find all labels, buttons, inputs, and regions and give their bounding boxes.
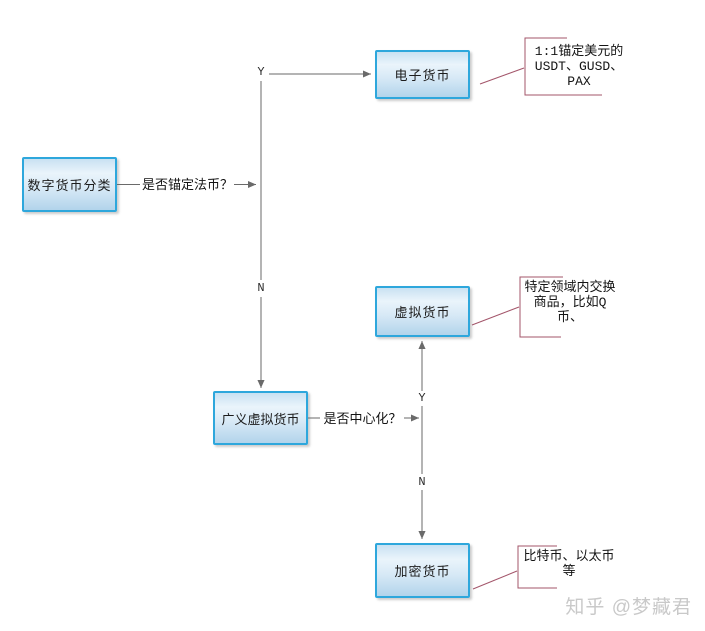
- callout-line: PAX: [567, 74, 591, 89]
- callout-virtual-currency: 特定领域内交换 商品，比如Q 币、: [518, 280, 622, 325]
- callout-line: 特定领域内交换: [524, 280, 616, 295]
- callout-line: 1:1锚定美元的: [534, 44, 624, 59]
- callout-line: 币、: [556, 310, 583, 325]
- node-crypto-currency: 加密货币: [375, 543, 470, 598]
- zhihu-watermark: 知乎 @梦藏君: [565, 597, 692, 618]
- callout-electronic-currency: 1:1锚定美元的 USDT、GUSD、 PAX: [527, 44, 631, 89]
- node-label: 数字货币分类: [27, 178, 112, 193]
- callout-crypto-currency: 比特币、以太币 等: [516, 549, 622, 579]
- node-label: 广义虚拟货币: [221, 411, 300, 427]
- decision-centralized: 是否中心化？: [323, 411, 402, 426]
- callout-line: USDT、GUSD、: [534, 59, 624, 74]
- callout-brackets: [471, 37, 602, 590]
- callout-line: 比特币、以太币: [523, 549, 615, 564]
- node-digital-currency-classification: 数字货币分类: [22, 157, 117, 212]
- node-virtual-currency: 虚拟货币: [375, 286, 470, 337]
- callout-line: 等: [562, 564, 576, 579]
- branch-label-no: N: [257, 281, 265, 295]
- branch-label-yes: Y: [418, 391, 426, 405]
- node-broad-virtual-currency: 广义虚拟货币: [213, 391, 308, 445]
- node-label: 虚拟货币: [394, 305, 451, 320]
- gray-connectors: [117, 70, 426, 539]
- node-label: 电子货币: [394, 68, 451, 83]
- branch-label-yes: Y: [257, 65, 265, 79]
- decision-anchor-fiat: 是否锚定法币？: [141, 177, 233, 192]
- node-electronic-currency: 电子货币: [375, 50, 470, 99]
- branch-label-no: N: [418, 475, 426, 489]
- node-label: 加密货币: [394, 564, 451, 579]
- callout-line: 商品，比如Q: [533, 295, 607, 310]
